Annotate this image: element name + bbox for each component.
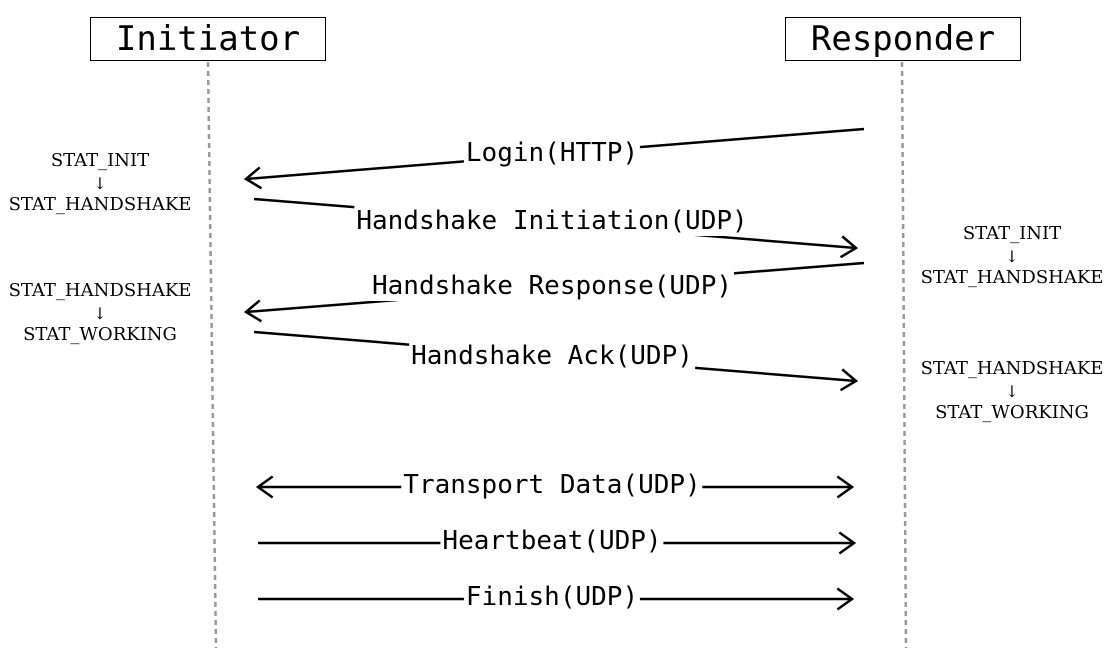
message-label-handshake-response: Handshake Response(UDP) xyxy=(369,271,735,301)
participant-responder: Responder xyxy=(785,17,1021,61)
down-arrow-icon: ↓ xyxy=(93,174,107,193)
message-label-login: Login(HTTP) xyxy=(463,138,641,168)
state-to: STAT_HANDSHAKE xyxy=(920,267,1104,288)
down-arrow-icon: ↓ xyxy=(1005,382,1019,401)
state-from: STAT_INIT xyxy=(50,150,150,171)
message-label-handshake-initiation: Handshake Initiation(UDP) xyxy=(354,206,750,236)
state-to: STAT_HANDSHAKE xyxy=(8,194,192,215)
arrowhead-heartbeat xyxy=(838,531,857,555)
state-to: STAT_WORKING xyxy=(935,402,1089,423)
down-arrow-icon: ↓ xyxy=(1005,247,1019,266)
state-to: STAT_WORKING xyxy=(23,324,177,345)
participant-responder-label: Responder xyxy=(810,19,996,59)
arrowhead-start-transport-data xyxy=(255,475,274,499)
participant-initiator: Initiator xyxy=(90,17,326,61)
state-from: STAT_HANDSHAKE xyxy=(8,280,192,301)
lifeline-responder xyxy=(900,61,908,649)
message-label-finish: Finish(UDP) xyxy=(463,582,641,612)
initiator-state-transition-1: STAT_INIT ↓ STAT_HANDSHAKE xyxy=(0,152,210,214)
arrowhead-handshake-ack xyxy=(839,368,859,392)
message-label-heartbeat: Heartbeat(UDP) xyxy=(440,526,664,556)
arrowhead-finish xyxy=(836,587,855,611)
arrowhead-login xyxy=(243,166,263,190)
message-label-transport-data: Transport Data(UDP) xyxy=(401,470,703,500)
state-from: STAT_HANDSHAKE xyxy=(920,358,1104,379)
participant-initiator-label: Initiator xyxy=(115,19,301,59)
message-label-handshake-ack: Handshake Ack(UDP) xyxy=(409,341,695,371)
responder-state-transition-2: STAT_HANDSHAKE ↓ STAT_WORKING xyxy=(902,360,1110,422)
initiator-state-transition-2: STAT_HANDSHAKE ↓ STAT_WORKING xyxy=(0,282,210,344)
state-from: STAT_INIT xyxy=(962,223,1062,244)
arrowhead-handshake-response xyxy=(243,299,263,323)
arrowhead-transport-data xyxy=(836,475,855,499)
responder-state-transition-1: STAT_INIT ↓ STAT_HANDSHAKE xyxy=(902,225,1110,287)
down-arrow-icon: ↓ xyxy=(93,304,107,323)
lifeline-initiator xyxy=(206,61,218,649)
arrowhead-handshake-initiation xyxy=(839,235,859,259)
